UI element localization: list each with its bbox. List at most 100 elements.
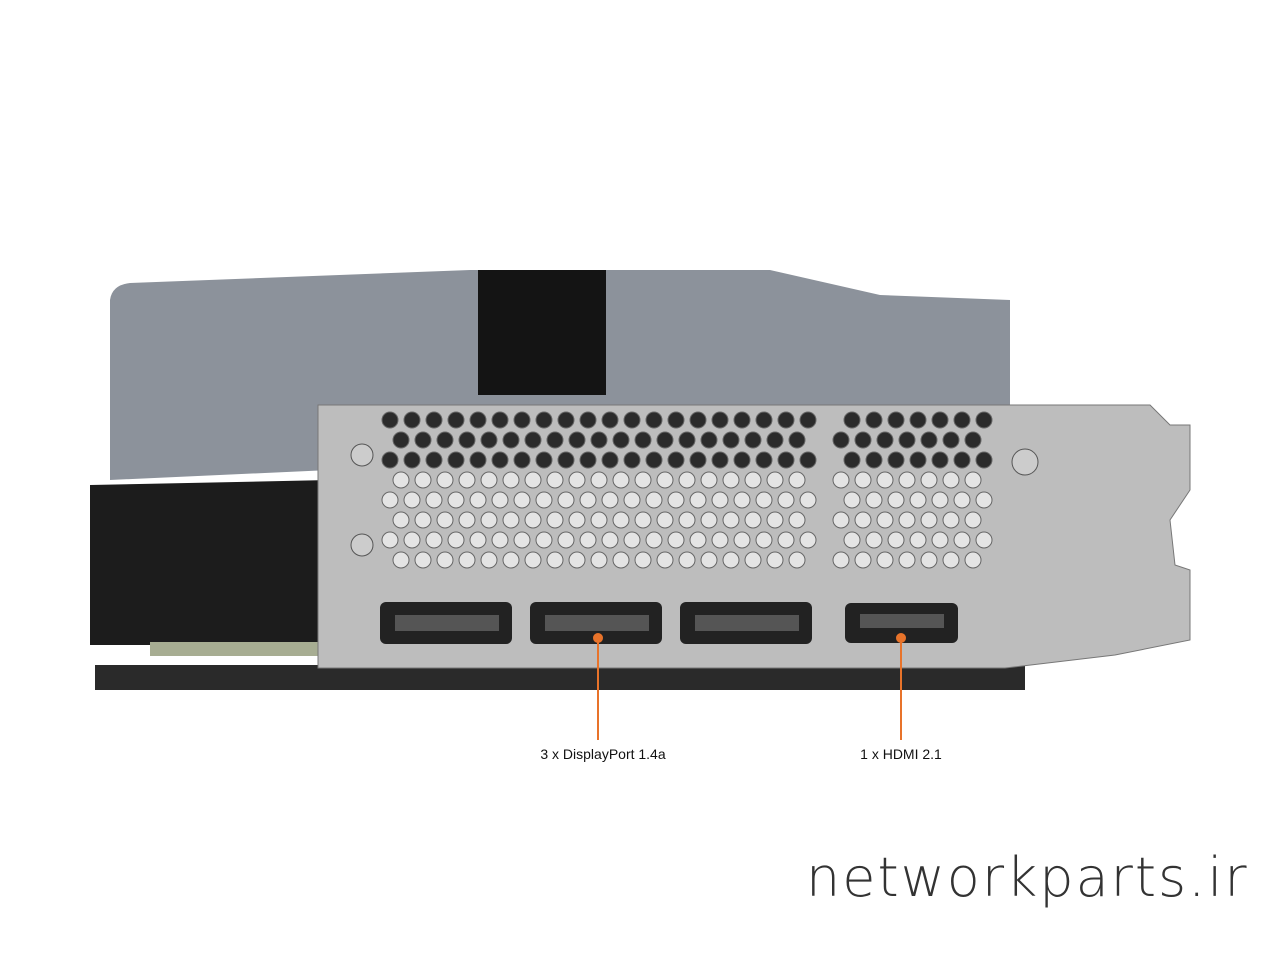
vent-hole — [392, 551, 410, 569]
vent-hole — [722, 431, 740, 449]
vent-hole — [656, 511, 674, 529]
vent-hole — [799, 411, 817, 429]
vent-hole — [975, 411, 993, 429]
vent-hole — [777, 531, 795, 549]
vent-hole — [689, 451, 707, 469]
vent-hole — [667, 411, 685, 429]
vent-hole — [799, 451, 817, 469]
vent-hole — [458, 511, 476, 529]
displayport-leader-dot — [593, 633, 603, 643]
vent-hole — [524, 431, 542, 449]
vent-hole — [557, 491, 575, 509]
vent-hole — [832, 471, 850, 489]
vent-hole — [557, 411, 575, 429]
vent-hole — [491, 451, 509, 469]
vent-hole — [920, 431, 938, 449]
vent-hole — [480, 511, 498, 529]
vent-hole — [590, 431, 608, 449]
vent-hole — [480, 551, 498, 569]
vent-hole — [920, 551, 938, 569]
vent-hole — [843, 531, 861, 549]
vent-hole — [788, 431, 806, 449]
vent-hole — [403, 491, 421, 509]
vent-hole — [513, 531, 531, 549]
vent-hole — [513, 451, 531, 469]
vent-hole — [788, 511, 806, 529]
vent-hole — [777, 411, 795, 429]
vent-hole — [909, 531, 927, 549]
vent-hole — [766, 471, 784, 489]
vent-hole — [744, 511, 762, 529]
vent-hole — [546, 511, 564, 529]
vent-hole — [832, 511, 850, 529]
vent-hole — [865, 531, 883, 549]
vent-hole — [733, 491, 751, 509]
vent-hole — [392, 471, 410, 489]
vent-hole — [656, 471, 674, 489]
vent-hole — [700, 511, 718, 529]
vent-hole — [436, 551, 454, 569]
vent-hole — [942, 511, 960, 529]
vent-hole — [700, 471, 718, 489]
vent-hole — [469, 451, 487, 469]
vent-hole — [975, 531, 993, 549]
vent-hole — [447, 491, 465, 509]
vent-hole — [766, 511, 784, 529]
vent-hole — [436, 511, 454, 529]
vent-hole — [458, 551, 476, 569]
vent-hole — [953, 491, 971, 509]
vent-hole — [678, 431, 696, 449]
vent-hole — [645, 531, 663, 549]
vent-hole — [414, 551, 432, 569]
vent-hole — [612, 471, 630, 489]
vent-hole — [656, 551, 674, 569]
vent-hole — [689, 411, 707, 429]
vent-hole — [832, 551, 850, 569]
vent-hole — [887, 411, 905, 429]
vent-hole — [876, 511, 894, 529]
vent-hole — [480, 471, 498, 489]
vent-hole — [535, 411, 553, 429]
vent-hole — [799, 491, 817, 509]
vent-hole — [964, 511, 982, 529]
vent-hole — [414, 511, 432, 529]
vent-hole — [865, 491, 883, 509]
vent-hole — [755, 531, 773, 549]
vent-hole — [546, 551, 564, 569]
vent-hole — [601, 411, 619, 429]
vent-hole — [832, 431, 850, 449]
shroud-center-block — [478, 270, 606, 395]
vent-hole — [755, 491, 773, 509]
vent-hole — [920, 511, 938, 529]
vent-hole — [425, 531, 443, 549]
vent-hole — [436, 431, 454, 449]
bottom-bar — [95, 665, 1025, 690]
vent-hole — [557, 531, 575, 549]
vent-hole — [711, 411, 729, 429]
bracket-screw-right — [1011, 448, 1039, 476]
vent-hole — [491, 491, 509, 509]
hdmi-leader-dot — [896, 633, 906, 643]
vent-hole — [678, 471, 696, 489]
vent-hole — [447, 451, 465, 469]
vent-hole — [733, 411, 751, 429]
vent-hole — [887, 491, 905, 509]
vent-hole — [865, 411, 883, 429]
vent-hole — [843, 491, 861, 509]
vent-hole — [601, 451, 619, 469]
vent-hole — [491, 531, 509, 549]
vent-hole — [733, 451, 751, 469]
vent-hole — [469, 411, 487, 429]
vent-hole — [854, 431, 872, 449]
vent-hole — [612, 551, 630, 569]
vent-hole — [744, 471, 762, 489]
vent-hole — [953, 451, 971, 469]
vent-hole — [689, 491, 707, 509]
vent-hole — [579, 491, 597, 509]
vent-hole — [568, 551, 586, 569]
vent-hole — [634, 551, 652, 569]
vent-hole — [711, 491, 729, 509]
vent-hole — [634, 471, 652, 489]
vent-hole — [953, 411, 971, 429]
vent-hole — [458, 471, 476, 489]
